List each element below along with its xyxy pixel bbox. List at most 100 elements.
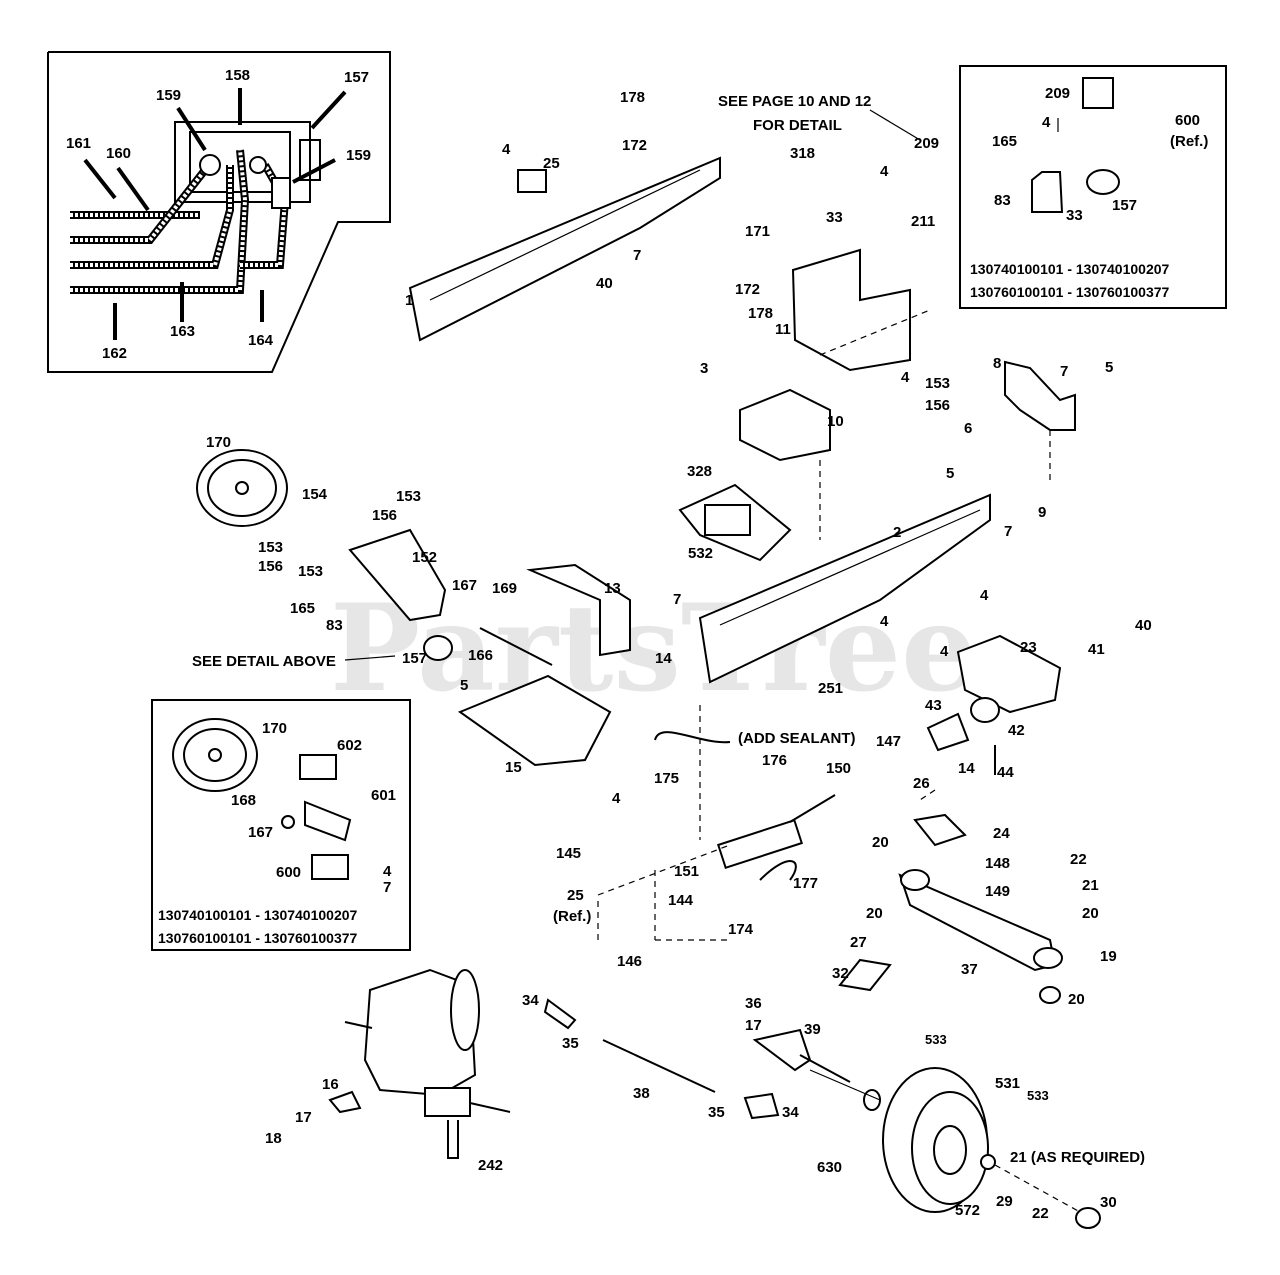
callout-170: 170 bbox=[206, 434, 231, 451]
callout-157: 157 bbox=[1112, 197, 1137, 214]
callout-16: 16 bbox=[322, 1076, 339, 1093]
callout-533: 533 bbox=[925, 1032, 947, 1047]
callout-36: 36 bbox=[745, 995, 762, 1012]
callout-7: 7 bbox=[383, 879, 391, 896]
callout-4e: 4 bbox=[880, 613, 889, 630]
ref-25-ref: (Ref.) bbox=[553, 908, 591, 925]
callout-26: 26 bbox=[913, 775, 930, 792]
callout-3: 3 bbox=[700, 360, 708, 377]
callout-175: 175 bbox=[654, 770, 679, 787]
callout-161: 161 bbox=[66, 135, 91, 152]
callout-4: 4 bbox=[383, 863, 392, 880]
callout-168: 168 bbox=[231, 792, 256, 809]
callout-33: 33 bbox=[826, 209, 843, 226]
callout-25: 25 bbox=[543, 155, 560, 172]
callout-602: 602 bbox=[337, 737, 362, 754]
callout-21: 21 bbox=[1082, 877, 1099, 894]
callout-4b: 4 bbox=[880, 163, 889, 180]
callout-242: 242 bbox=[478, 1157, 503, 1174]
callout-83: 83 bbox=[326, 617, 343, 634]
callout-40: 40 bbox=[596, 275, 613, 292]
note-see-detail-above: SEE DETAIL ABOVE bbox=[192, 653, 336, 670]
callout-40: 40 bbox=[1135, 617, 1152, 634]
callout-153c: 153 bbox=[298, 563, 323, 580]
callout-156b: 156 bbox=[258, 558, 283, 575]
callout-531: 531 bbox=[995, 1075, 1020, 1092]
callout-5: 5 bbox=[1105, 359, 1113, 376]
callout-19: 19 bbox=[1100, 948, 1117, 965]
callout-174: 174 bbox=[728, 921, 754, 938]
callout-33: 33 bbox=[1066, 207, 1083, 224]
callout-32: 32 bbox=[832, 965, 849, 982]
note-see-page: SEE PAGE 10 AND 12 bbox=[718, 93, 871, 110]
callout-38: 38 bbox=[633, 1085, 650, 1102]
callout-600: 600 bbox=[276, 864, 301, 881]
callout-209: 209 bbox=[914, 135, 939, 152]
callout-4: 4 bbox=[502, 141, 511, 158]
callout-178b: 178 bbox=[748, 305, 773, 322]
callout-149: 149 bbox=[985, 883, 1010, 900]
callout-166: 166 bbox=[468, 647, 493, 664]
callout-44: 44 bbox=[997, 764, 1014, 781]
front-axle-assembly: 23 40 41 42 43 44 175 176 (ADD SEALANT) … bbox=[553, 617, 1152, 1008]
callout-30: 30 bbox=[1100, 1194, 1117, 1211]
note-add-sealant: (ADD SEALANT) bbox=[738, 730, 856, 747]
callout-211: 211 bbox=[911, 213, 935, 230]
callout-318: 318 bbox=[790, 145, 815, 162]
callout-83: 83 bbox=[994, 192, 1011, 209]
callout-2: 2 bbox=[893, 524, 901, 541]
callout-17: 17 bbox=[295, 1109, 312, 1126]
callout-170: 170 bbox=[262, 720, 287, 737]
callout-10: 10 bbox=[827, 413, 844, 430]
callout-4c: 4 bbox=[901, 369, 910, 386]
frame-assembly: SEE PAGE 10 AND 12 FOR DETAIL 178 172 4 … bbox=[405, 89, 1113, 697]
callout-172b: 172 bbox=[735, 281, 760, 298]
callout-42: 42 bbox=[1008, 722, 1025, 739]
callout-209: 209 bbox=[1045, 85, 1070, 102]
callout-7d: 7 bbox=[673, 591, 681, 608]
callout-532: 532 bbox=[688, 545, 713, 562]
callout-35b: 35 bbox=[708, 1104, 725, 1121]
callout-20d: 20 bbox=[1068, 991, 1085, 1008]
callout-176: 176 bbox=[762, 752, 787, 769]
callout-162: 162 bbox=[102, 345, 127, 362]
callout-18: 18 bbox=[265, 1130, 282, 1147]
steering-assembly: 170 154 153 156 152 153 156 153 165 83 1… bbox=[192, 434, 672, 807]
callout-147: 147 bbox=[876, 733, 901, 750]
callout-601: 601 bbox=[371, 787, 396, 804]
callout-156: 156 bbox=[372, 507, 397, 524]
callout-22: 22 bbox=[1032, 1205, 1049, 1222]
callout-4d: 4 bbox=[980, 587, 989, 604]
callout-22: 22 bbox=[1070, 851, 1087, 868]
callout-13: 13 bbox=[604, 580, 621, 597]
hydraulic-hose-detail: 161 160 159 158 157 159 163 162 164 bbox=[47, 51, 391, 373]
bracket-detail-box: 209 4 165 83 33 157 600 (Ref.) 130740100… bbox=[959, 65, 1227, 309]
callout-1: 1 bbox=[405, 292, 413, 309]
callout-169: 169 bbox=[492, 580, 517, 597]
callout-9: 9 bbox=[1038, 504, 1046, 521]
callout-20b: 20 bbox=[1082, 905, 1099, 922]
callout-23: 23 bbox=[1020, 639, 1037, 656]
callout-159: 159 bbox=[156, 87, 181, 104]
callout-7: 7 bbox=[1060, 363, 1068, 380]
callout-15: 15 bbox=[505, 759, 522, 776]
steering-detail-box: 170 168 167 602 601 600 4 7 130740100101… bbox=[151, 699, 411, 951]
callout-153b: 153 bbox=[258, 539, 283, 556]
callout-159b: 159 bbox=[346, 147, 371, 164]
note-for-detail: FOR DETAIL bbox=[753, 117, 842, 134]
note-as-required: 21 (AS REQUIRED) bbox=[1010, 1149, 1145, 1166]
serial-range-1: 130740100101 - 130740100207 bbox=[158, 907, 358, 923]
callout-20: 20 bbox=[872, 834, 889, 851]
callout-157: 157 bbox=[402, 650, 427, 667]
callout-145: 145 bbox=[556, 845, 581, 862]
callout-630: 630 bbox=[817, 1159, 842, 1176]
callout-572: 572 bbox=[955, 1202, 980, 1219]
callout-328: 328 bbox=[687, 463, 712, 480]
callout-34b: 34 bbox=[782, 1104, 799, 1121]
callout-5b: 5 bbox=[946, 465, 954, 482]
callout-251: 251 bbox=[818, 680, 843, 697]
callout-160: 160 bbox=[106, 145, 131, 162]
callout-163: 163 bbox=[170, 323, 195, 340]
callout-171: 171 bbox=[745, 223, 770, 240]
